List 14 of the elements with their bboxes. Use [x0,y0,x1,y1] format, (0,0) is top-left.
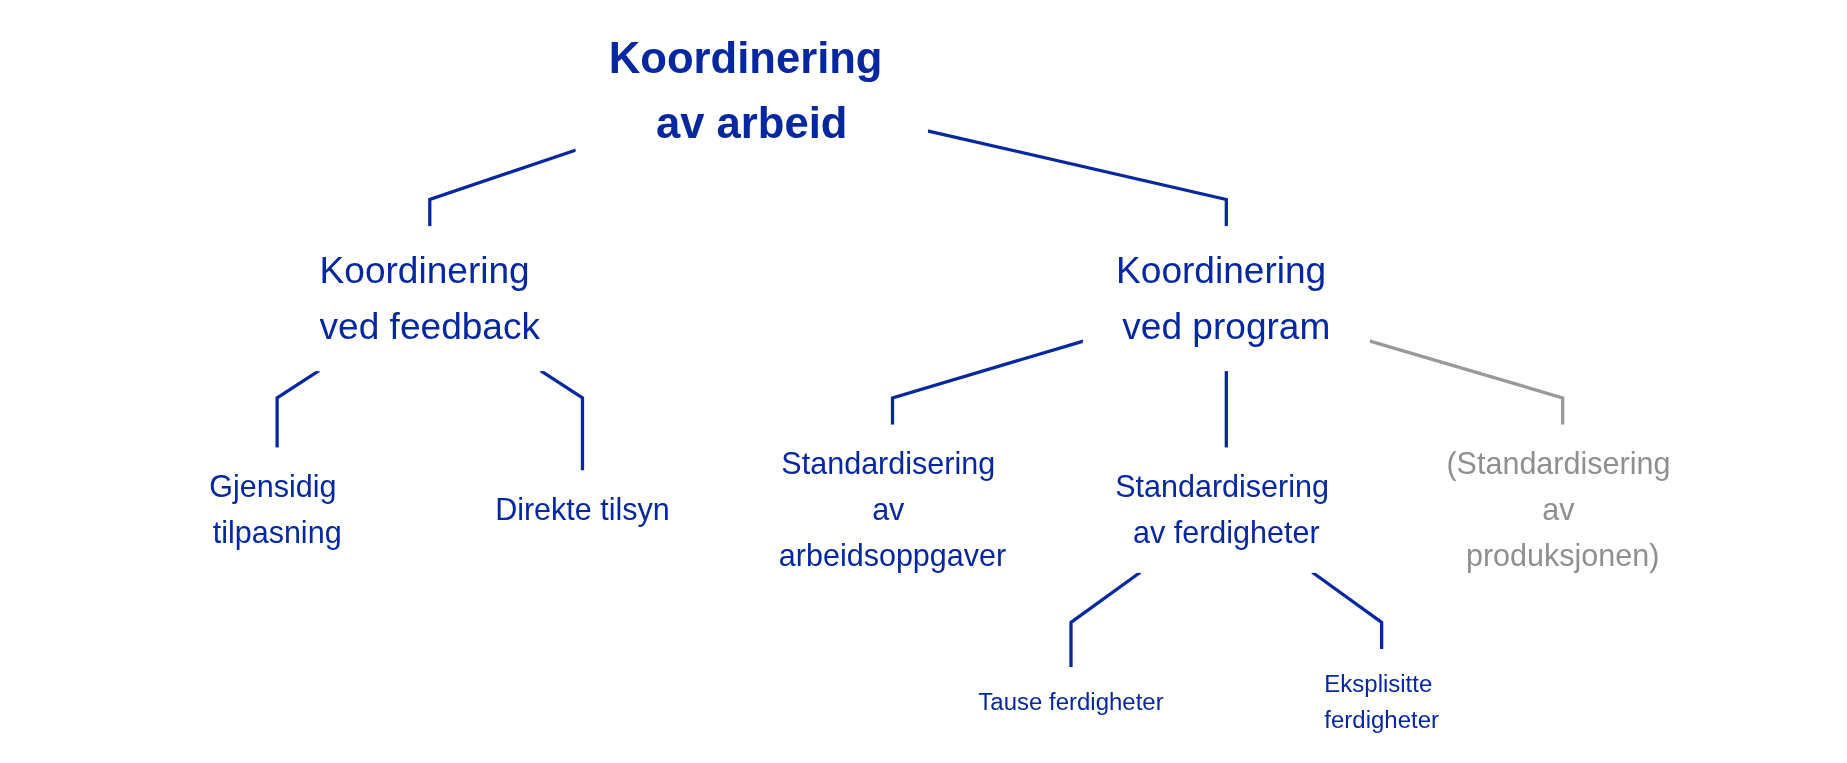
node-text: Eksplisitte ferdigheter [1324,670,1439,734]
node-text: Gjensidig tilpasning [209,469,342,550]
node-text: Koordinering ved program [1116,249,1331,347]
node-text: Tause ferdigheter [978,688,1164,716]
node-text: Koordinering ved feedback [319,249,541,347]
node-text: Koordinering av arbeid [608,33,883,148]
node-text: Standardisering av ferdigheter [1115,469,1329,550]
connector [1224,370,1228,448]
node-text: Direkte tilsyn [495,492,670,527]
connector [428,148,577,227]
connector [539,369,585,471]
connector [890,339,1084,426]
node-text: (Standardisering av produksjonen) [1446,446,1671,573]
node-text: Standardisering av arbeidsoppgaver [778,446,1007,573]
